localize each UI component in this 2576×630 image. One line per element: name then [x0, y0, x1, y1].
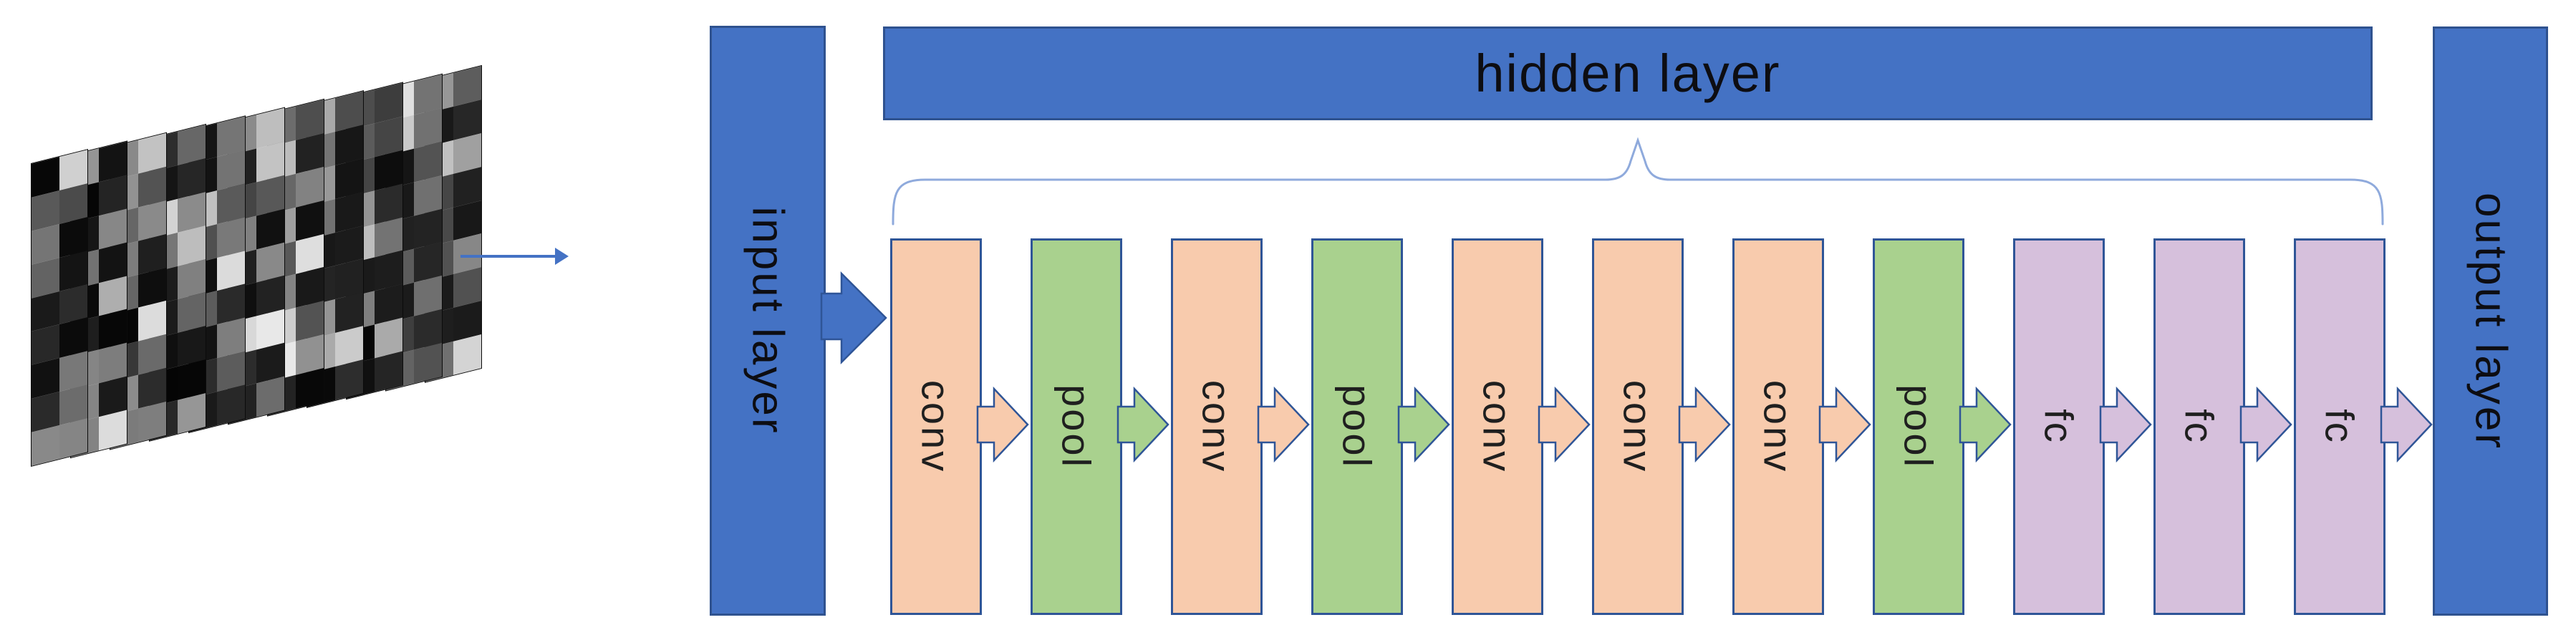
block-conv-6: conv — [1592, 238, 1684, 615]
flow-block-right-arrow-icon — [2099, 386, 2152, 463]
block-label: pool — [1896, 384, 1941, 469]
block-fc-10: fc — [2153, 238, 2245, 615]
input-layer-label: input layer — [743, 206, 793, 435]
flow-block-right-arrow-icon — [1538, 386, 1591, 463]
block-pool-4: pool — [1311, 238, 1403, 615]
block-label: fc — [2176, 409, 2222, 445]
block-label: conv — [1755, 379, 1801, 474]
flow-block-right-arrow-icon — [1257, 386, 1310, 463]
block-conv-3: conv — [1171, 238, 1263, 615]
block-fc-9: fc — [2013, 238, 2105, 615]
flow-block-right-arrow-icon — [976, 386, 1029, 463]
flow-block-right-arrow-icon — [2239, 386, 2292, 463]
block-label: conv — [1194, 379, 1240, 474]
block-pool-2: pool — [1031, 238, 1122, 615]
block-label: conv — [913, 379, 959, 474]
block-conv-7: conv — [1732, 238, 1824, 615]
block-conv-1: conv — [890, 238, 982, 615]
block-pool-8: pool — [1873, 238, 1964, 615]
flow-block-right-arrow-icon — [1678, 386, 1731, 463]
block-conv-5: conv — [1452, 238, 1543, 615]
output-layer-label: output layer — [2466, 192, 2515, 450]
block-label: conv — [1475, 379, 1520, 474]
hidden-layer-bar: hidden layer — [883, 26, 2373, 120]
block-label: conv — [1615, 379, 1661, 474]
block-fc-11: fc — [2294, 238, 2386, 615]
hidden-layer-brace — [892, 137, 2384, 226]
input-layer-bar: input layer — [710, 26, 826, 616]
stack-to-input-right-arrow-icon — [460, 248, 569, 265]
hidden-layer-label: hidden layer — [1475, 44, 1781, 103]
block-label: pool — [1334, 384, 1380, 469]
block-label: fc — [2036, 409, 2082, 445]
image-sheet — [31, 149, 88, 467]
output-layer-bar: output layer — [2433, 26, 2548, 616]
block-label: pool — [1053, 384, 1099, 469]
input-image-stack — [31, 49, 489, 471]
block-label: fc — [2317, 409, 2363, 445]
flow-block-right-arrow-icon — [1818, 386, 1871, 463]
input-to-conv-block-right-arrow-icon — [820, 271, 887, 365]
flow-block-right-arrow-icon — [1397, 386, 1450, 463]
flow-block-right-arrow-icon — [1959, 386, 2012, 463]
flow-block-right-arrow-icon — [1116, 386, 1169, 463]
flow-block-right-arrow-icon — [2380, 386, 2433, 463]
